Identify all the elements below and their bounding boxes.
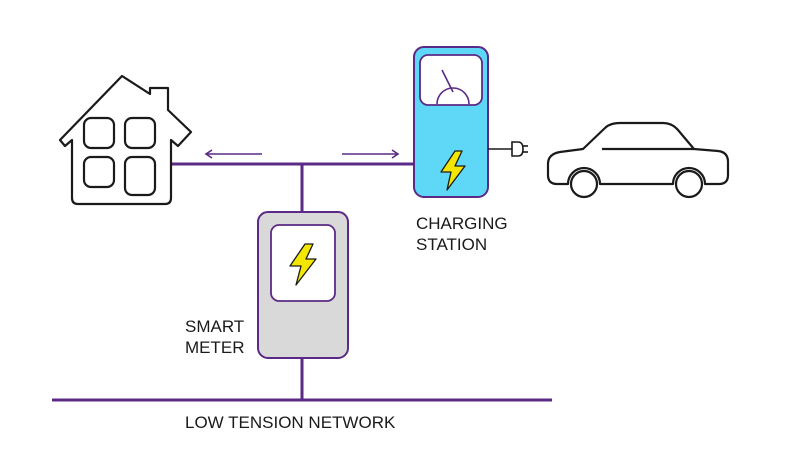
lightning-bolt-icon (289, 243, 317, 286)
house-icon (58, 74, 193, 206)
lightning-bolt-icon (440, 150, 466, 191)
charging-station (413, 46, 528, 198)
smart-meter (257, 211, 349, 359)
smart-meter-label-line1: SMART (185, 317, 244, 336)
car-icon (546, 121, 730, 199)
network-label: LOW TENSION NETWORK (185, 413, 396, 432)
charging-station-label-line1: CHARGING (416, 214, 508, 233)
arrow-to-house (204, 149, 262, 159)
smart-meter-label-line2: METER (185, 338, 245, 357)
plug-icon (488, 141, 528, 157)
gauge-icon (419, 54, 483, 106)
charging-station-label-line2: STATION (416, 235, 487, 254)
arrow-to-station (342, 149, 400, 159)
